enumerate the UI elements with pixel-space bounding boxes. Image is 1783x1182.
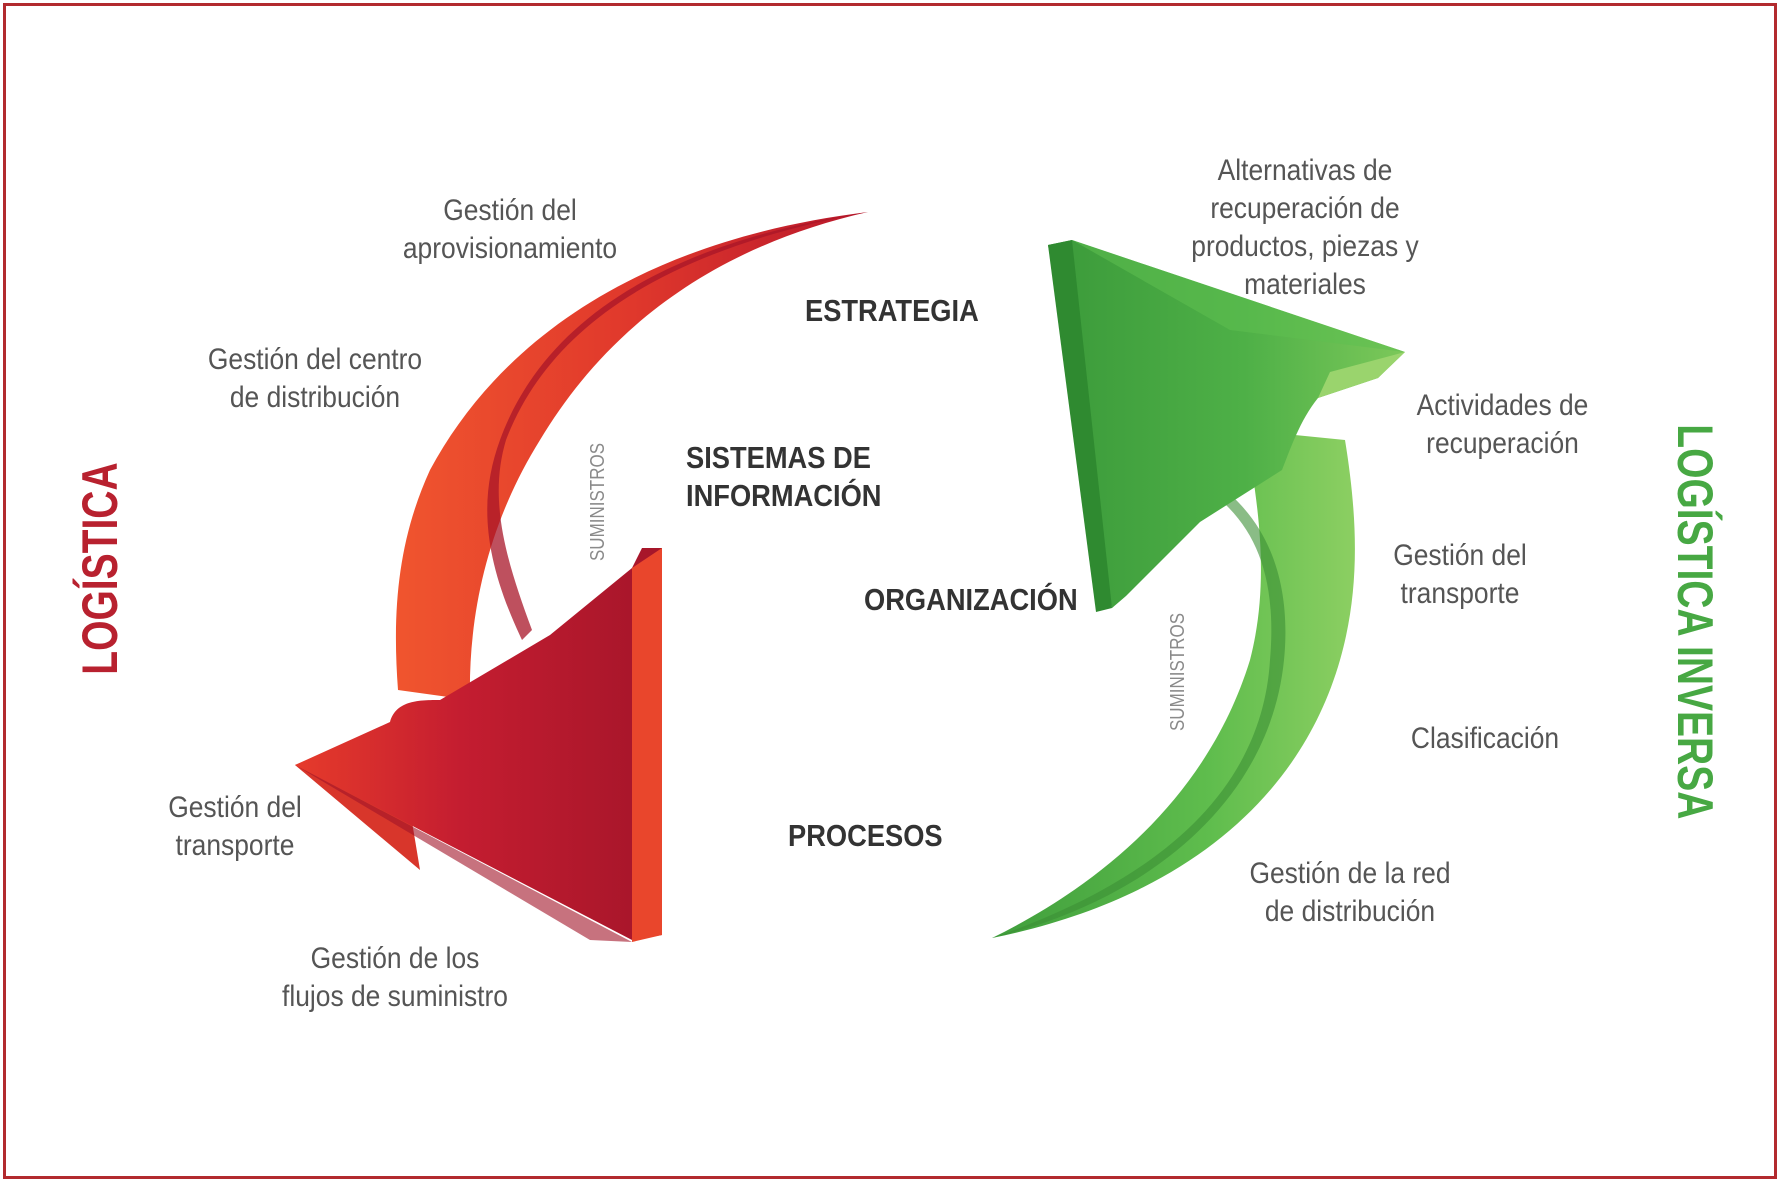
label-line: Alternativas de xyxy=(1217,154,1393,187)
label-line: transporte xyxy=(175,829,295,862)
label-line: Gestión del xyxy=(168,791,302,824)
logistica-arrow-head-shade xyxy=(295,765,632,942)
label-line: Actividades de xyxy=(1416,389,1589,422)
logistica-title: LOGÍSTICA xyxy=(72,462,128,675)
label-line: Clasificación xyxy=(1410,722,1560,755)
logistica-inversa-arrow-label: SUMINISTROS xyxy=(1167,612,1189,732)
logistica-arrow-label: SUMINISTROS xyxy=(587,442,609,562)
logistica-arrow-body xyxy=(395,212,868,700)
label-line: Gestión del xyxy=(1393,539,1527,572)
label-organizacion: ORGANIZACIÓN xyxy=(864,582,1078,617)
label-line: recuperación de xyxy=(1210,192,1400,225)
label-line: Gestión del centro xyxy=(207,343,423,376)
label-line: Gestión de los xyxy=(310,942,480,975)
label-gestion-aprovisionamiento: Gestión del aprovisionamiento xyxy=(378,192,642,268)
label-line: INFORMACIÓN xyxy=(686,478,882,513)
logistica-arrow xyxy=(295,212,868,942)
label-gestion-transporte-logistica: Gestión del transporte xyxy=(143,789,328,865)
label-line: Gestión de la red xyxy=(1249,857,1451,890)
label-estrategia: ESTRATEGIA xyxy=(805,293,979,328)
label-line: SISTEMAS DE xyxy=(686,440,871,475)
label-gestion-transporte-inversa: Gestión del transporte xyxy=(1372,537,1548,613)
logistica-arrow-head-side xyxy=(632,548,662,942)
label-line: de distribución xyxy=(229,381,401,414)
logistica-inversa-arrow-head-edge xyxy=(1048,240,1112,612)
logistica-inversa-arrow-ridge xyxy=(992,498,1286,938)
label-line: aprovisionamiento xyxy=(402,232,618,265)
logistica-arrow-head-main xyxy=(295,548,662,940)
label-procesos: PROCESOS xyxy=(788,818,943,853)
label-gestion-red-distribucion: Gestión de la red de distribución xyxy=(1236,855,1465,931)
label-line: transporte xyxy=(1400,577,1520,610)
diagram-frame xyxy=(3,3,1777,1179)
label-gestion-centro-distribucion: Gestión del centro de distribución xyxy=(187,341,442,417)
label-line: flujos de suministro xyxy=(282,980,508,1013)
label-line: recuperación xyxy=(1426,427,1579,460)
label-alternativas-recuperacion: Alternativas de recuperación de producto… xyxy=(1169,152,1442,304)
label-line: de distribución xyxy=(1264,895,1436,928)
logistica-inversa-arrow xyxy=(992,240,1405,938)
label-actividades-recuperacion: Actividades de recuperación xyxy=(1399,387,1606,463)
label-line: productos, piezas y xyxy=(1191,230,1419,263)
label-clasificacion: Clasificación xyxy=(1397,720,1573,758)
label-gestion-flujos-suministro: Gestión de los flujos de suministro xyxy=(267,940,522,1016)
logistica-inversa-arrow-head-light xyxy=(1318,352,1405,398)
logistica-inversa-title: LOGÍSTICA INVERSA xyxy=(1667,424,1723,820)
label-sistemas-informacion: SISTEMAS DE INFORMACIÓN xyxy=(686,439,881,515)
label-line: Gestión del xyxy=(443,194,577,227)
logistica-inversa-arrow-head-shine xyxy=(1072,240,1405,352)
label-line: materiales xyxy=(1244,268,1366,301)
